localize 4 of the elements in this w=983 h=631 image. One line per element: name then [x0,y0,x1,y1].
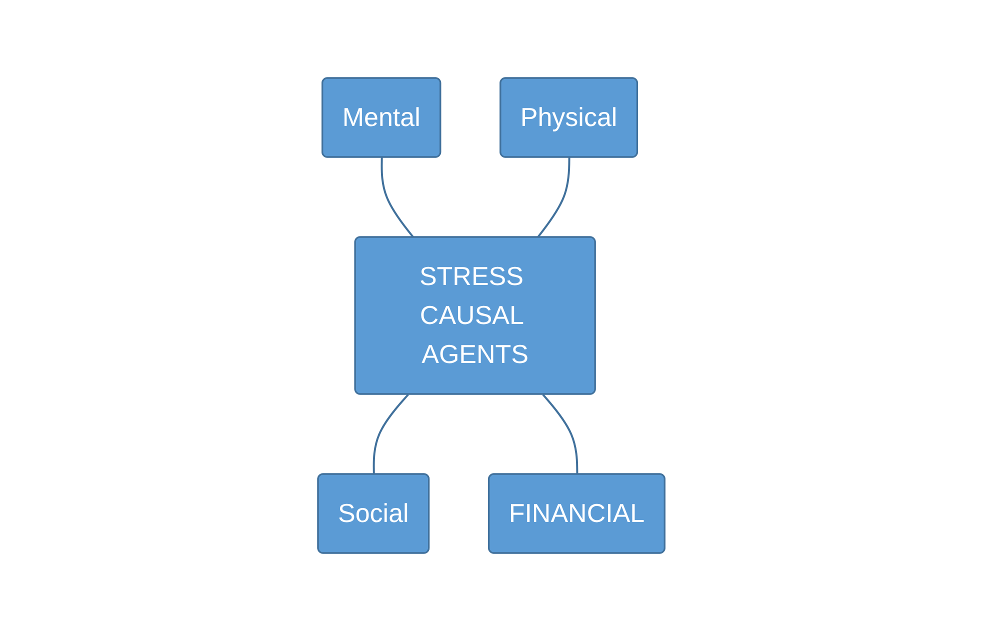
connector [380,157,414,238]
connector [372,394,410,475]
connector [542,394,578,475]
connector [537,157,570,238]
